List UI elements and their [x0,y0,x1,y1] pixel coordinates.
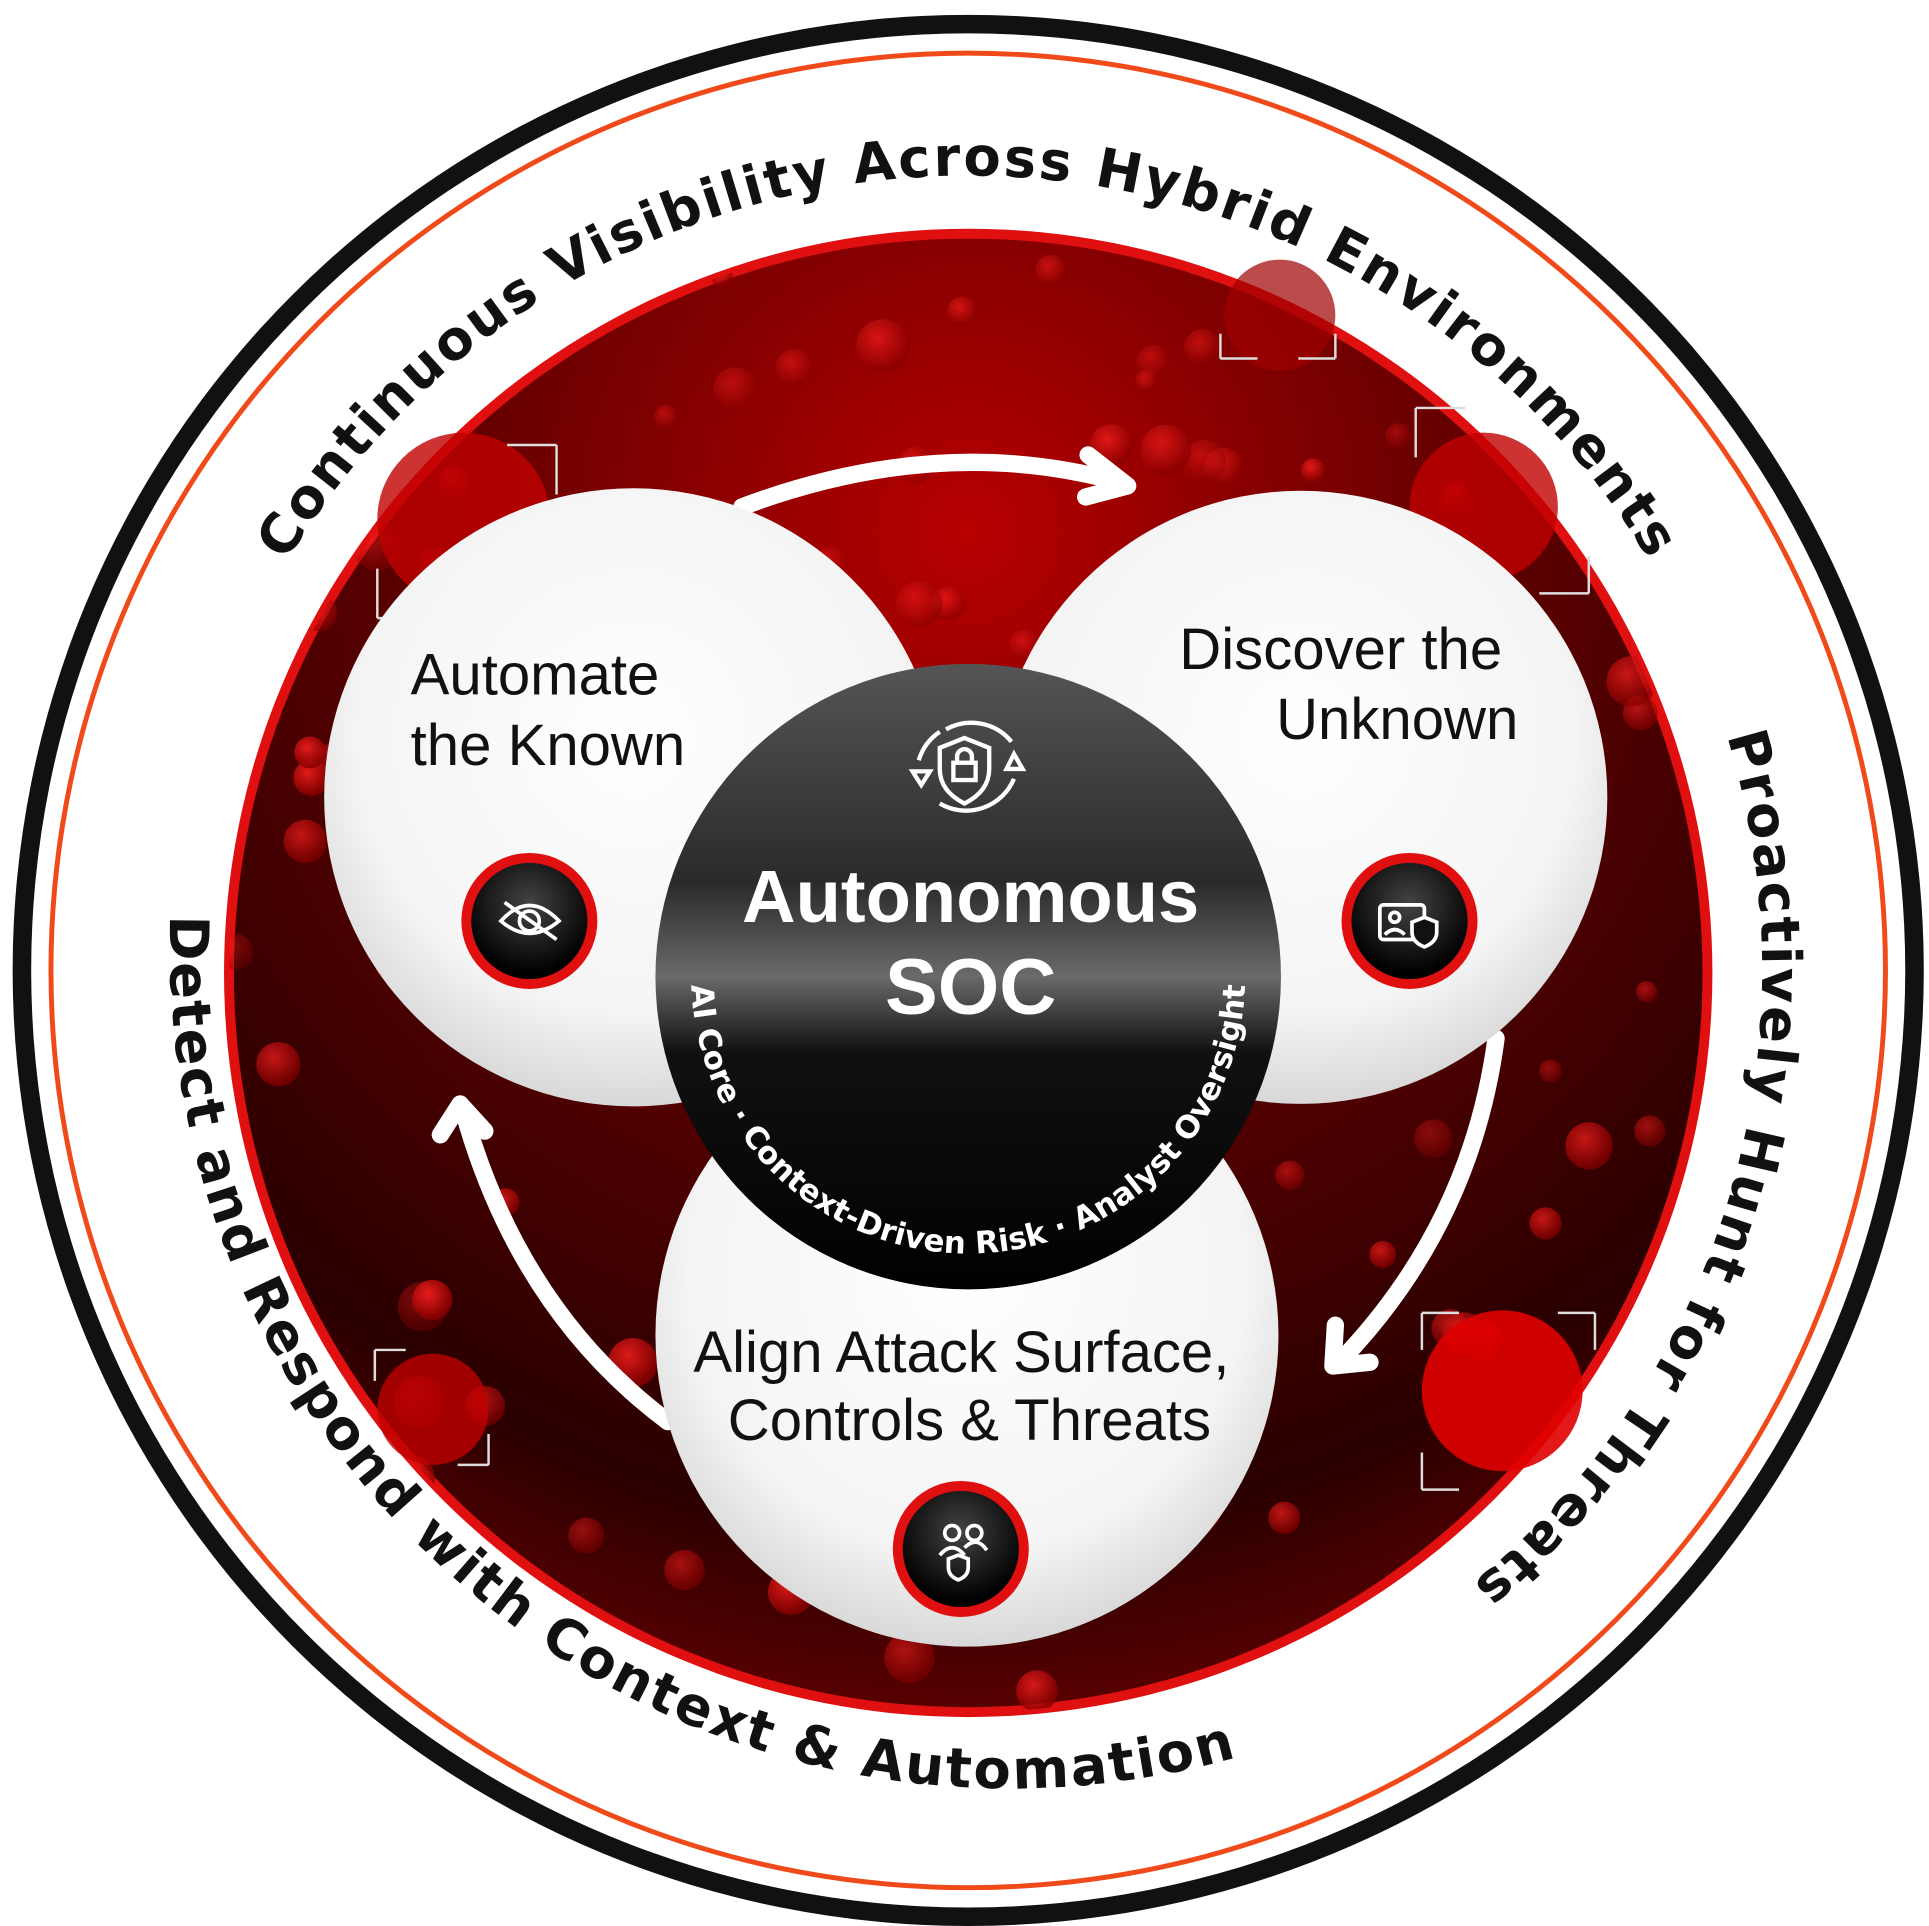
pillar-1-label: Automate the Known [411,643,686,778]
background-dot [1385,423,1411,449]
background-dot [1300,458,1326,483]
shield-lock-cycle-icon [908,720,1027,813]
eye-scan-icon [461,852,598,989]
background-dot [283,819,327,864]
background-dot [1182,439,1226,484]
pillar-2-line2: Unknown [1276,687,1518,752]
background-dot [895,581,943,629]
background-dot [1414,1119,1453,1158]
background-dot [293,759,330,796]
background-dot [856,319,910,373]
background-dot [1663,233,1687,254]
id-card-shield-icon [1341,852,1478,989]
center-title-line2: SOC [885,942,1056,1031]
background-dot [412,1279,453,1320]
background-dot [1636,981,1658,1003]
background-dot [294,736,327,769]
background-dot [664,1549,705,1591]
background-dot [1634,1115,1666,1147]
background-dot [654,404,679,429]
background-dot [228,933,254,970]
background-dot [256,1042,301,1087]
background-dot [1016,1670,1058,1713]
background-dot [775,349,814,387]
central-soc-ball [655,663,1281,1290]
background-dot [1369,1241,1397,1268]
background-dot [1658,1667,1687,1697]
background-dot [947,296,977,327]
background-dot [713,367,758,411]
background-dot [228,1653,262,1695]
background-dot [1529,1207,1562,1240]
background-dot [1268,1501,1301,1534]
background-dot [1035,254,1067,286]
center-title-line1: Autonomous [742,855,1199,938]
cycle-arrows [431,446,1505,1431]
background-dot [568,1517,605,1554]
ring-orange-line [48,50,1888,1891]
background-dot [1565,1122,1613,1170]
pillar-3-line1: Align Attack Surface, [693,1320,1229,1385]
pillar-3-label: Align Attack Surface, Controls & Threats [693,1320,1245,1453]
background-dot [1135,369,1159,393]
background-dot [1539,1059,1562,1083]
background-dot [1183,329,1221,367]
background-dot [1275,1160,1305,1190]
background-dot [884,1632,935,1683]
background-dot [1617,233,1648,253]
pillar-1-line1: Automate [411,643,660,708]
pillar-1-line2: the Known [411,713,686,778]
background-dot [1140,424,1192,476]
pillar-3-line2: Controls & Threats [728,1388,1211,1453]
users-shield-icon [892,1480,1029,1617]
pillar-2-line1: Discover the [1179,617,1502,682]
pillar-2-label: Discover the Unknown [1179,617,1518,752]
